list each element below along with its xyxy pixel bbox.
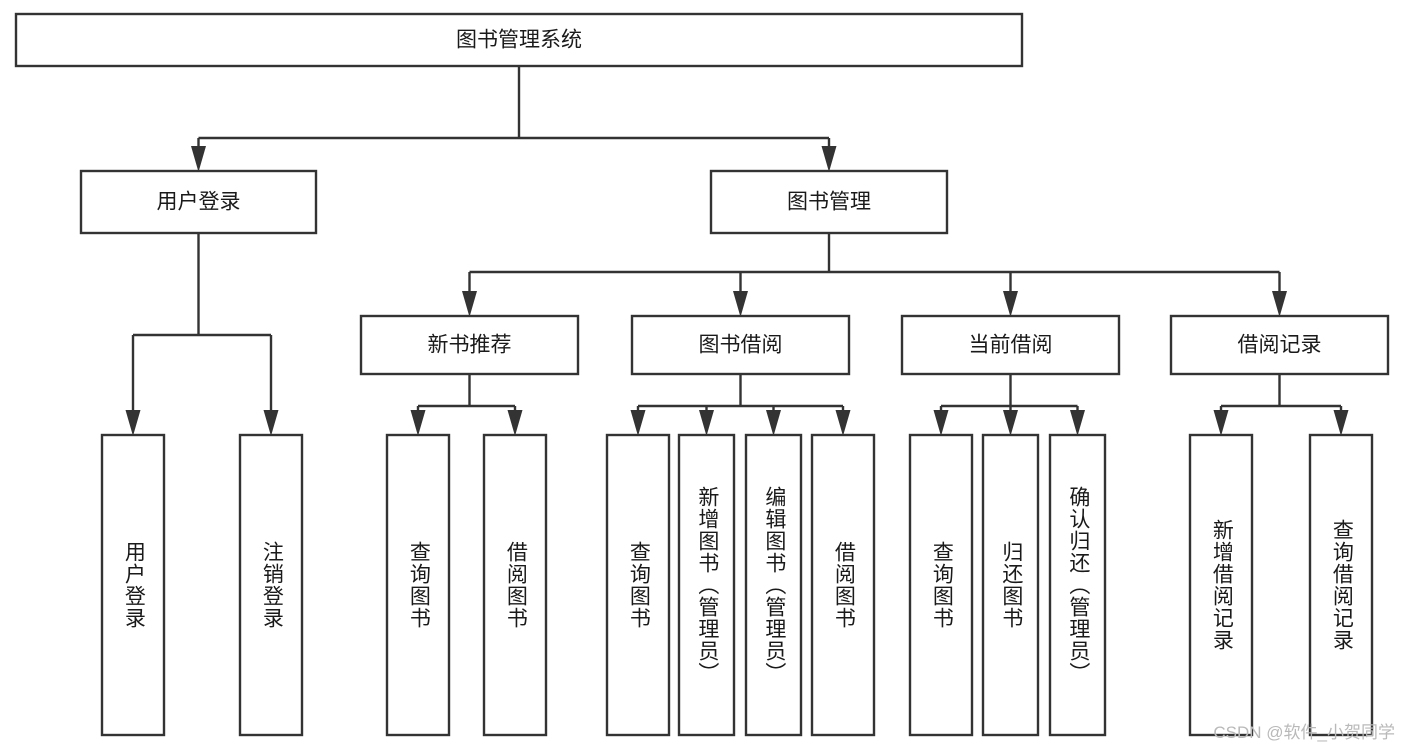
node-box-leaf5[interactable] — [605, 433, 671, 737]
arrow-head-icon — [933, 410, 949, 436]
connector-group-records — [1213, 374, 1349, 436]
node-box-leaf6[interactable] — [677, 433, 736, 737]
arrow-head-icon — [1003, 291, 1018, 317]
connector-layer — [125, 66, 1349, 436]
arrow-head-icon — [1003, 410, 1018, 436]
node-box-login[interactable] — [79, 169, 318, 235]
node-box-current[interactable] — [900, 314, 1121, 376]
node-box-root[interactable] — [14, 12, 1024, 68]
arrow-head-icon — [630, 410, 646, 436]
arrow-head-icon — [699, 410, 714, 436]
node-label-root: 图书管理系统 — [456, 29, 582, 52]
node-box-leaf10[interactable] — [981, 433, 1040, 737]
arrow-head-icon — [263, 410, 279, 436]
node-label-newbook: 新书推荐 — [428, 334, 512, 357]
arrow-head-icon — [733, 291, 748, 317]
node-label-bookmgmt: 图书管理 — [787, 191, 871, 214]
arrow-head-icon — [1333, 410, 1349, 436]
node-box-newbook[interactable] — [359, 314, 580, 376]
node-box-leaf11[interactable] — [1048, 433, 1107, 737]
node-box-leaf12[interactable] — [1188, 433, 1254, 737]
arrow-head-icon — [462, 291, 477, 317]
node-label-current: 当前借阅 — [969, 334, 1053, 357]
node-box-leaf13[interactable] — [1308, 433, 1374, 737]
arrow-head-icon — [507, 410, 523, 436]
connector-group-newbook — [410, 374, 523, 436]
node-box-layer — [14, 12, 1390, 737]
node-box-leaf8[interactable] — [810, 433, 876, 737]
arrow-head-icon — [835, 410, 851, 436]
arrow-head-icon — [766, 410, 781, 436]
arrow-head-icon — [821, 146, 837, 172]
arrow-head-icon — [410, 410, 426, 436]
connector-group-borrow — [630, 374, 851, 436]
node-box-leaf1[interactable] — [100, 433, 166, 737]
connector-group-current — [933, 374, 1085, 436]
arrow-head-icon — [191, 146, 206, 172]
node-label-borrow: 图书借阅 — [699, 334, 783, 357]
connector-group-root — [191, 66, 837, 172]
arrow-head-icon — [1272, 291, 1287, 317]
node-box-leaf2[interactable] — [238, 433, 304, 737]
watermark: CSDN @软件_小贺同学 — [1213, 723, 1395, 742]
node-label-records: 借阅记录 — [1238, 334, 1322, 357]
node-box-leaf9[interactable] — [908, 433, 974, 737]
node-box-leaf3[interactable] — [385, 433, 451, 737]
connector-group-bookmgmt — [462, 233, 1287, 317]
node-box-leaf7[interactable] — [744, 433, 803, 737]
connector-group-login — [125, 233, 279, 436]
arrow-head-icon — [1070, 410, 1085, 436]
node-box-bookmgmt[interactable] — [709, 169, 949, 235]
node-label-login: 用户登录 — [157, 191, 241, 214]
arrow-head-icon — [125, 410, 141, 436]
node-box-leaf4[interactable] — [482, 433, 548, 737]
arrow-head-icon — [1213, 410, 1229, 436]
node-box-borrow[interactable] — [630, 314, 851, 376]
node-box-records[interactable] — [1169, 314, 1390, 376]
